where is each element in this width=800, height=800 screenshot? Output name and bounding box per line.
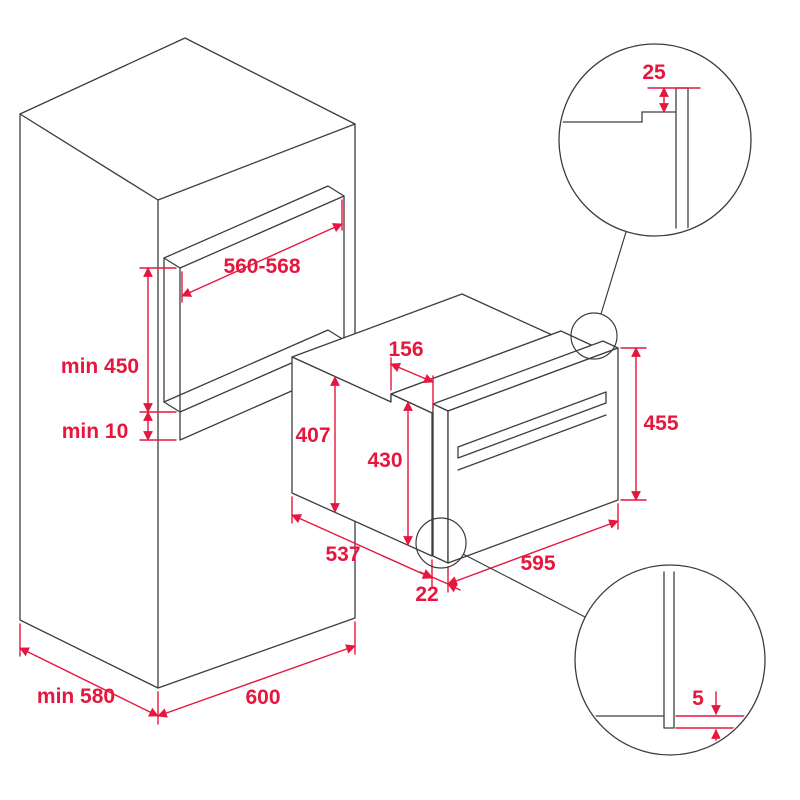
dim-oven-width <box>447 519 619 586</box>
dim-front-overhang-right <box>447 583 461 593</box>
detail-top-cabinet-edge <box>561 111 677 123</box>
label-bottom-clearance: min 10 <box>62 420 129 443</box>
detail-view-top <box>558 43 752 237</box>
label-front-height: 455 <box>643 412 678 435</box>
label-recess-depth: 156 <box>388 338 423 361</box>
detail-bottom-frame-edge <box>663 571 675 729</box>
niche-inner-left <box>163 257 181 413</box>
dim-cabinet-width <box>157 644 356 718</box>
detail-circle-bottom <box>574 564 766 756</box>
detail-view-bottom <box>574 564 766 756</box>
label-cabinet-depth: min 580 <box>37 685 115 708</box>
niche-inner-bottom <box>163 329 345 403</box>
label-front-overhang: 22 <box>415 583 438 606</box>
dimension-labels: 560-568 min 450 min 10 156 407 430 455 5… <box>37 61 704 710</box>
oven-left-face <box>291 356 433 557</box>
ext-detail-bottom <box>675 715 745 729</box>
oven <box>291 293 619 564</box>
ext-front-height <box>620 347 647 501</box>
dim-cabinet-depth <box>19 647 159 717</box>
label-niche-height: min 450 <box>61 355 139 378</box>
callout-circle-bottom <box>415 517 467 569</box>
leader-bottom-detail <box>462 553 586 618</box>
oven-frame-left-face <box>432 403 449 564</box>
niche-inner-top <box>163 185 345 259</box>
dim-recess-depth <box>390 362 434 384</box>
label-detail-bottom-gap: 5 <box>692 687 704 710</box>
label-body-height: 430 <box>367 449 402 472</box>
dim-front-overhang-gap <box>431 576 449 585</box>
label-oven-depth: 537 <box>325 543 360 566</box>
dim-niche-width <box>181 223 343 297</box>
callout-circle-top <box>570 312 618 360</box>
label-niche-width: 560-568 <box>223 255 300 278</box>
label-detail-top-gap: 25 <box>642 61 666 84</box>
dimension-lines <box>19 199 647 725</box>
label-rear-height: 407 <box>295 424 330 447</box>
dim-front-overhang-left <box>419 569 433 579</box>
detail-top-dimension <box>647 87 701 113</box>
leader-top-detail <box>600 231 627 315</box>
detail-bottom-lineart <box>587 571 675 729</box>
oven-door-front <box>447 347 619 564</box>
label-cabinet-width: 600 <box>245 686 280 709</box>
label-oven-width: 595 <box>520 552 555 575</box>
oven-door-seam <box>457 414 607 471</box>
callouts <box>415 231 627 618</box>
dim-oven-depth <box>291 514 433 579</box>
detail-circle-top <box>558 43 752 237</box>
cabinet-top-face <box>19 37 356 201</box>
oven-door-handle <box>457 391 607 459</box>
